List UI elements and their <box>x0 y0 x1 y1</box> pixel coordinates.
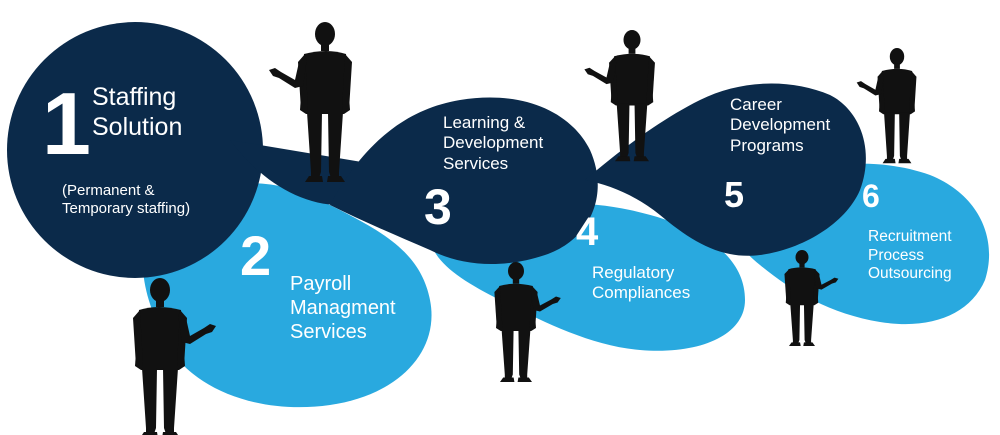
step-2-title-line: Payroll <box>290 273 352 295</box>
step-2-title: Payroll Managment Services <box>290 272 396 344</box>
step-2-title-line: Managment <box>290 297 396 319</box>
step-1-note-line: Temporary staffing) <box>62 200 191 217</box>
step-1-number: 1 <box>42 74 91 173</box>
step-3-title-line: Development <box>443 133 544 153</box>
step-5-title-line: Programs <box>730 135 804 155</box>
step-2-title-line: Services <box>290 321 367 343</box>
step-6-title-line: Recruitment <box>868 228 952 245</box>
presenter-figure <box>856 48 917 164</box>
step-5-title-line: Development <box>730 115 831 135</box>
step-1-title-line: Solution <box>92 113 183 141</box>
step-4-title-line: Regulatory <box>592 263 675 282</box>
step-5-title: Career Development Programs <box>730 95 830 156</box>
step-1-note-line: (Permanent & <box>62 182 155 199</box>
step-3-number: 3 <box>424 179 452 235</box>
step-6-number: 6 <box>862 178 880 214</box>
step-1-note: (Permanent & Temporary staffing) <box>62 182 190 218</box>
step-4-title: Regulatory Compliances <box>592 263 690 304</box>
step-6-title: Recruitment Process Outsourcing <box>868 228 952 284</box>
step-5-title-line: Career <box>730 95 782 114</box>
step-2-number: 2 <box>240 224 272 287</box>
step-5-number: 5 <box>724 174 745 215</box>
step-1-title: Staffing Solution <box>92 82 182 142</box>
step-4-number: 4 <box>576 210 599 254</box>
presenter-figure <box>584 30 655 162</box>
step-3-title: Learning & Development Services <box>443 113 543 174</box>
step-6-title-line: Process <box>868 246 924 264</box>
dark-bulbs <box>7 22 866 278</box>
step-4-title-line: Compliances <box>592 283 691 303</box>
step-3-title-line: Services <box>443 153 509 173</box>
step-3-title-line: Learning & <box>443 113 526 132</box>
step-1-title-line: Staffing <box>92 83 177 111</box>
step-6-title-line: Outsourcing <box>868 265 952 283</box>
